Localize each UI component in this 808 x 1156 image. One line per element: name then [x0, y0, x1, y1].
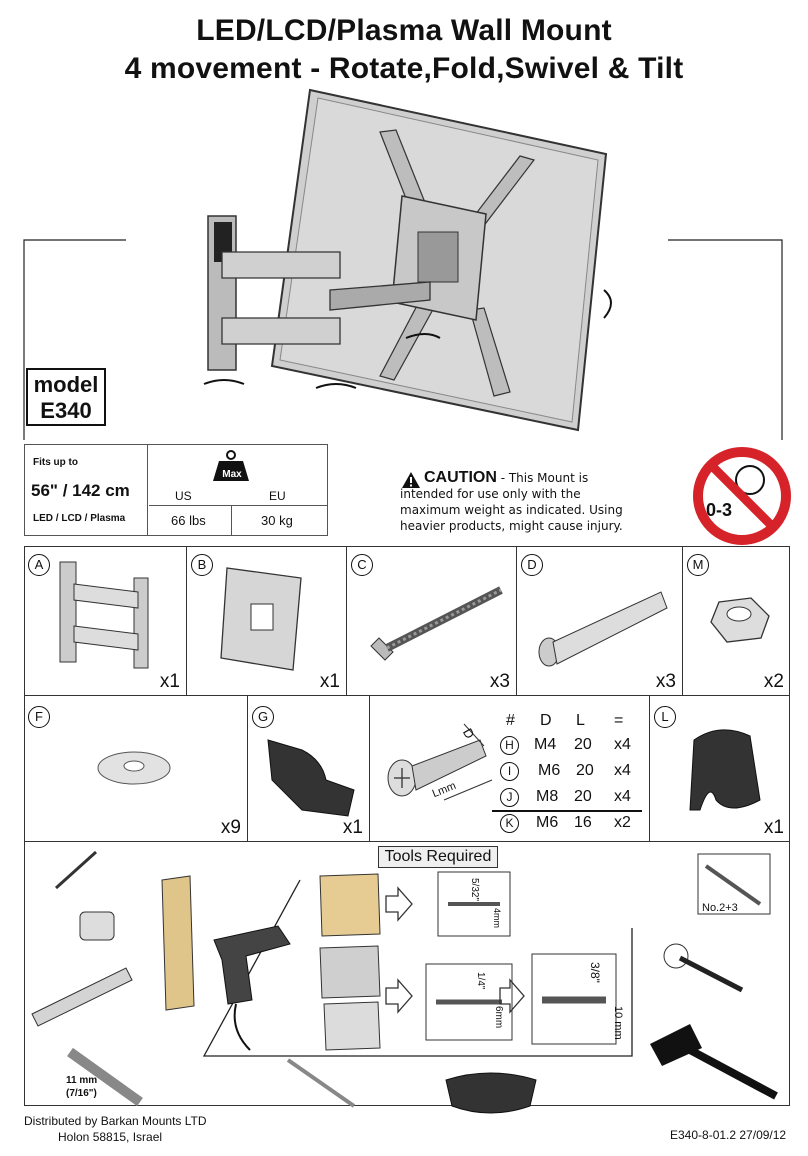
part-qty-l: x1 [763, 817, 784, 838]
age-label: 0-3 [706, 500, 733, 520]
distributor-line1: Distributed by Barkan Mounts LTD [24, 1114, 207, 1128]
part-cell-m: M x2 [683, 546, 790, 696]
eu-label: EU [269, 489, 286, 503]
screw-d-j: M8 [536, 788, 559, 805]
hex-nut-drawing [710, 597, 770, 643]
table-row: K [500, 814, 519, 838]
page-title-line1: LED/LCD/Plasma Wall Mount [196, 14, 612, 47]
us-label: US [175, 489, 192, 503]
part-cell-b: B x1 [187, 546, 347, 696]
caution-lead: - This Mount is [496, 471, 589, 485]
display-types: LED / LCD / Plasma [33, 513, 126, 524]
screw-d-k: M6 [536, 814, 559, 831]
part-cell-d: D x3 [517, 546, 683, 696]
part-qty-b: x1 [319, 671, 340, 692]
screw-q-h: x4 [614, 736, 631, 753]
parts-grid [24, 546, 790, 1106]
screw-table-header-q: = [614, 712, 624, 729]
caution-notice: CAUTION - This Mount is intended for use… [400, 470, 640, 534]
part-qty-f: x9 [220, 817, 241, 838]
part-badge-f: F [28, 706, 50, 728]
us-value: 66 lbs [171, 513, 206, 528]
spec-divider [149, 505, 327, 506]
model-label: model [33, 372, 99, 397]
fits-label: Fits up to [33, 457, 78, 468]
part-badge-m: M [687, 554, 709, 576]
screw-id-h: H [500, 736, 519, 755]
model-box: model E340 [26, 368, 106, 426]
machine-screw-drawing [387, 723, 493, 801]
screw-d-i: M6 [538, 762, 561, 779]
screw-id-k: K [500, 814, 519, 833]
wall-plate-drawing [220, 567, 302, 671]
knob-drawing [689, 729, 761, 811]
part-cell-f: F x9 [24, 696, 248, 842]
wall-anchor-drawing [538, 591, 668, 667]
screw-d-h: M4 [534, 736, 557, 753]
screw-table-header-l: L [576, 712, 585, 729]
screw-spec-cell: D Lmm [370, 696, 650, 842]
part-badge-a: A [28, 554, 50, 576]
spec-size-column: Fits up to 56" / 142 cm LED / LCD / Plas… [25, 445, 148, 535]
part-qty-c: x3 [489, 671, 510, 692]
screw-l-h: 20 [574, 736, 592, 753]
screw-l-j: 20 [574, 788, 592, 805]
distributor-line2: Holon 58815, Israel [58, 1130, 163, 1144]
masonry-bit-inch: 1/4" [475, 972, 486, 990]
part-cell-g: G x1 [248, 696, 370, 842]
lag-bolt-drawing [370, 586, 503, 661]
masonry-bit2-inch: 3/8" [588, 962, 602, 983]
warning-icon [402, 472, 420, 488]
cable-clip-drawing [267, 739, 355, 817]
table-row: H [500, 736, 519, 760]
masonry-bit-mm: 6mm [493, 1006, 504, 1029]
part-cell-a: A x1 [24, 546, 187, 696]
part-qty-g: x1 [342, 817, 363, 838]
part-badge-b: B [191, 554, 213, 576]
table-divider [492, 810, 642, 812]
table-row: I [500, 762, 519, 786]
table-row: J [500, 788, 519, 812]
screw-q-k: x2 [614, 814, 631, 831]
screw-table-header-id: # [506, 712, 515, 729]
max-size: 56" / 142 cm [31, 481, 130, 500]
screwdriver-label: No.2+3 [702, 902, 738, 914]
wood-bit-inch: 5/32" [469, 878, 480, 902]
part-badge-c: C [351, 554, 373, 576]
eu-value: 30 kg [261, 513, 293, 528]
wrench-size-inch: (7/16") [66, 1088, 97, 1099]
part-cell-l: L x1 [650, 696, 790, 842]
caution-text: intended for use only with the maximum w… [400, 487, 623, 533]
caution-heading: CAUTION [424, 469, 497, 486]
part-cell-c: C x3 [347, 546, 517, 696]
spec-box: Fits up to 56" / 142 cm LED / LCD / Plas… [24, 444, 328, 536]
part-badge-d: D [521, 554, 543, 576]
screw-id-i: I [500, 762, 519, 781]
masonry-bit2-mm: 10 mm [612, 1006, 624, 1040]
part-qty-a: x1 [159, 671, 180, 692]
no-children-icon [693, 447, 791, 545]
screw-q-j: x4 [614, 788, 631, 805]
tools-title: Tools Required [378, 846, 498, 868]
screw-table-header-d: D [540, 712, 552, 729]
screw-l-i: 20 [576, 762, 594, 779]
screw-id-j: J [500, 788, 519, 807]
part-badge-l: L [654, 706, 676, 728]
spec-vdivider [231, 505, 232, 535]
model-number: E340 [40, 398, 92, 423]
part-badge-g: G [252, 706, 274, 728]
washer-drawing [97, 751, 171, 785]
wood-bit-mm: 4mm [492, 908, 502, 928]
screw-q-i: x4 [614, 762, 631, 779]
part-qty-d: x3 [655, 671, 676, 692]
max-label: Max [222, 469, 242, 480]
wrench-size-mm: 11 mm [66, 1075, 98, 1086]
screw-l-k: 16 [574, 814, 592, 831]
page-title-line2: 4 movement - Rotate,Fold,Swivel & Tilt [124, 52, 684, 85]
part-qty-m: x2 [763, 671, 784, 692]
document-code: E340-8-01.2 27/09/12 [670, 1128, 787, 1142]
weight-icon [213, 450, 249, 481]
arm-bracket-drawing [59, 561, 149, 669]
